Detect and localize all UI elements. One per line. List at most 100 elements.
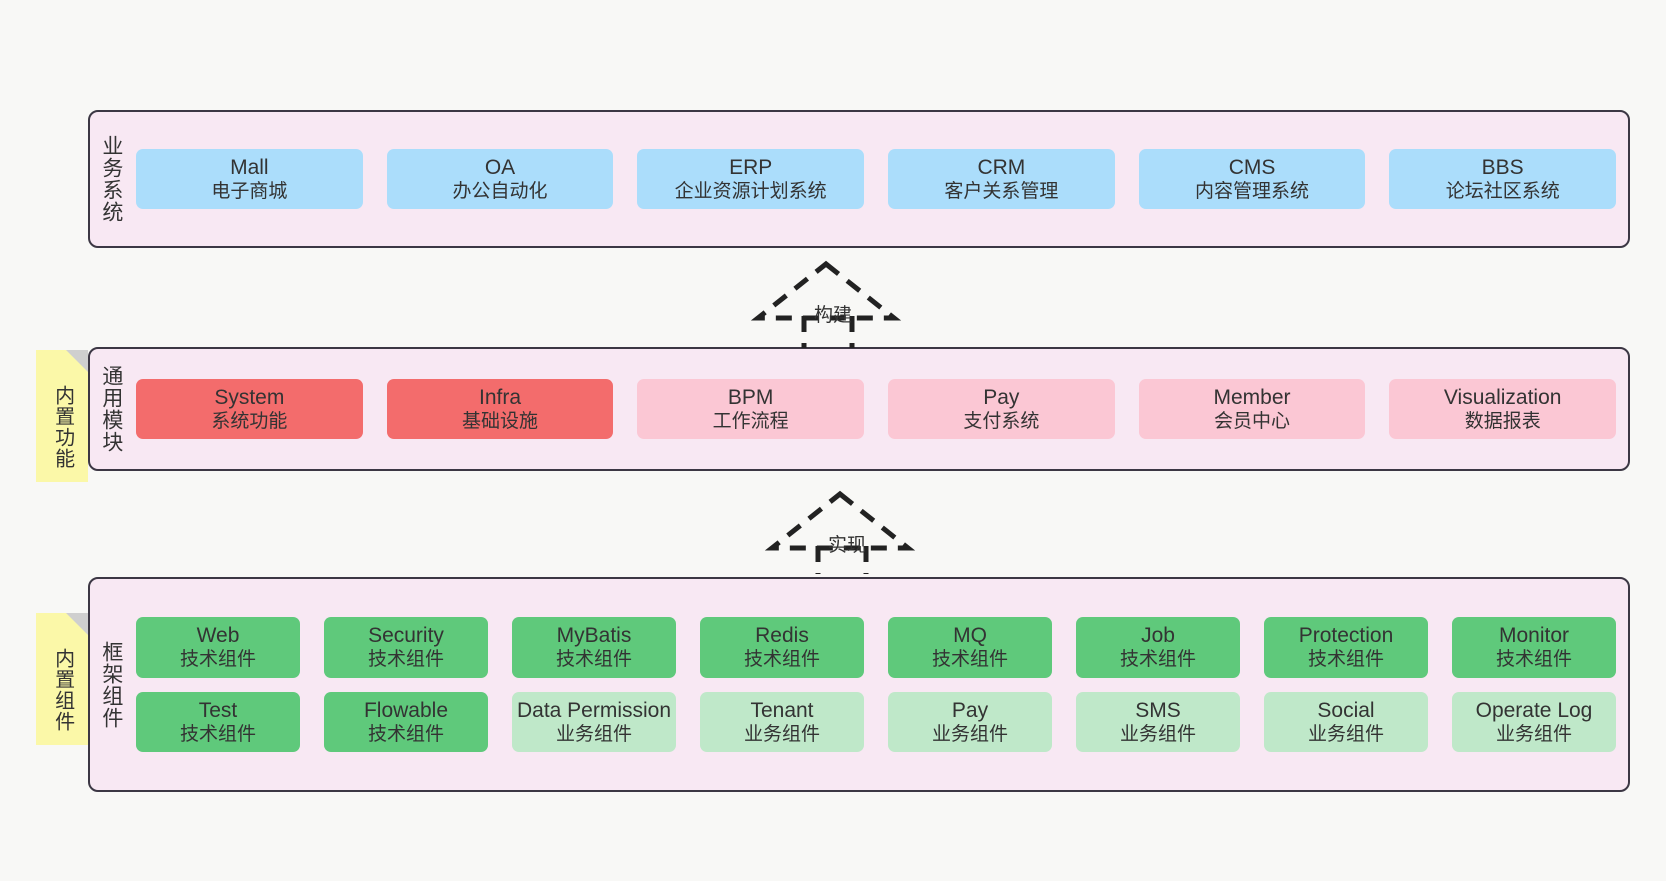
component-card-mq[interactable]: MQ 技术组件 <box>888 616 1052 678</box>
module-card-cms[interactable]: CMS 内容管理系统 <box>1138 148 1366 210</box>
component-card-subtitle: 业务组件 <box>931 724 1008 746</box>
component-card-subtitle: 技术组件 <box>367 724 444 746</box>
module-card-pay[interactable]: Pay 支付系统 <box>888 378 1115 440</box>
module-card-title: Member <box>1213 385 1291 409</box>
module-card-title: BPM <box>727 385 774 409</box>
component-card-monitor[interactable]: Monitor 技术组件 <box>1452 616 1616 678</box>
component-card-subtitle: 业务组件 <box>1495 724 1572 746</box>
module-card-member[interactable]: Member 会员中心 <box>1138 378 1366 440</box>
module-card-subtitle: 电子商城 <box>211 181 288 203</box>
connector-implement-label: 实现 <box>828 535 867 556</box>
component-card-title: MQ <box>953 623 987 647</box>
component-card-subtitle: 业务组件 <box>1119 724 1196 746</box>
note-builtin-components-label: 内置组件 <box>51 648 74 732</box>
module-card-subtitle: 论坛社区系统 <box>1445 181 1560 203</box>
component-card-title: Flowable <box>363 698 449 722</box>
layer-common-module: 通用模块 System 系统功能 Infra 基础设施 BPM 工作流程 Pay… <box>88 347 1630 471</box>
module-card-infra[interactable]: Infra 基础设施 <box>386 378 614 440</box>
cell-row: Mall 电子商城 OA 办公自动化 ERP 企业资源计划系统 CRM 客户关系… <box>136 148 1617 210</box>
component-card-web[interactable]: Web 技术组件 <box>136 616 300 678</box>
component-card-subtitle: 业务组件 <box>555 724 632 746</box>
component-card-title: Pay <box>951 698 989 722</box>
component-card-title: Protection <box>1298 623 1394 647</box>
component-card-protection[interactable]: Protection 技术组件 <box>1264 616 1428 678</box>
note-builtin-features: 内置功能 <box>36 350 88 482</box>
component-card-title: Tenant <box>750 698 814 722</box>
layer-common-module-body: System 系统功能 Infra 基础设施 BPM 工作流程 Pay 支付系统… <box>132 349 1628 469</box>
module-card-title: BBS <box>1481 155 1524 179</box>
component-card-pay[interactable]: Pay 业务组件 <box>888 691 1052 753</box>
layer-business-system-body: Mall 电子商城 OA 办公自动化 ERP 企业资源计划系统 CRM 客户关系… <box>132 112 1628 246</box>
cell-row: Web 技术组件 Security 技术组件 MyBatis 技术组件 Redi… <box>136 616 1616 678</box>
component-card-title: Operate Log <box>1475 698 1593 722</box>
component-card-subtitle: 技术组件 <box>931 649 1008 671</box>
connector-implement: 实现 <box>764 490 920 574</box>
module-card-title: OA <box>484 155 516 179</box>
component-card-job[interactable]: Job 技术组件 <box>1076 616 1240 678</box>
component-card-mybatis[interactable]: MyBatis 技术组件 <box>512 616 676 678</box>
component-card-subtitle: 业务组件 <box>1307 724 1384 746</box>
module-card-subtitle: 系统功能 <box>211 411 288 433</box>
component-card-data-permission[interactable]: Data Permission 业务组件 <box>512 691 676 753</box>
component-card-subtitle: 技术组件 <box>1119 649 1196 671</box>
module-card-subtitle: 基础设施 <box>462 411 539 433</box>
module-card-title: CMS <box>1228 155 1276 179</box>
layer-business-system: 业务系统 Mall 电子商城 OA 办公自动化 ERP 企业资源计划系统 CRM… <box>88 110 1630 248</box>
component-card-subtitle: 技术组件 <box>555 649 632 671</box>
component-card-subtitle: 技术组件 <box>1307 649 1384 671</box>
module-card-subtitle: 工作流程 <box>712 411 789 433</box>
layer-framework-component-body: Web 技术组件 Security 技术组件 MyBatis 技术组件 Redi… <box>132 579 1628 790</box>
layer-framework-component: 框架组件 Web 技术组件 Security 技术组件 MyBatis 技术组件… <box>88 577 1630 792</box>
layer-business-system-title: 业务系统 <box>99 135 123 223</box>
component-card-subtitle: 业务组件 <box>743 724 820 746</box>
component-card-subtitle: 技术组件 <box>179 649 256 671</box>
module-card-title: Mall <box>230 155 269 179</box>
component-card-flowable[interactable]: Flowable 技术组件 <box>324 691 488 753</box>
connector-build-label: 构建 <box>814 305 853 326</box>
module-card-title: Infra <box>478 385 522 409</box>
component-card-title: Social <box>1317 698 1375 722</box>
module-card-crm[interactable]: CRM 客户关系管理 <box>888 148 1115 210</box>
module-card-subtitle: 客户关系管理 <box>944 181 1059 203</box>
module-card-bpm[interactable]: BPM 工作流程 <box>637 378 865 440</box>
component-card-title: Monitor <box>1498 623 1570 647</box>
module-card-title: Visualization <box>1443 385 1562 409</box>
module-card-bbs[interactable]: BBS 论坛社区系统 <box>1389 148 1617 210</box>
note-builtin-components: 内置组件 <box>36 613 88 745</box>
module-card-mall[interactable]: Mall 电子商城 <box>136 148 363 210</box>
component-card-title: Test <box>198 698 238 722</box>
component-card-sms[interactable]: SMS 业务组件 <box>1076 691 1240 753</box>
module-card-oa[interactable]: OA 办公自动化 <box>386 148 614 210</box>
component-card-title: Job <box>1141 623 1175 647</box>
module-card-title: System <box>214 385 285 409</box>
arrow-head-triangle <box>764 490 916 551</box>
module-card-system[interactable]: System 系统功能 <box>136 378 363 440</box>
component-card-title: SMS <box>1135 698 1181 722</box>
component-card-title: Redis <box>755 623 809 647</box>
component-card-operate-log[interactable]: Operate Log 业务组件 <box>1452 691 1616 753</box>
module-card-subtitle: 会员中心 <box>1214 411 1291 433</box>
module-card-title: ERP <box>729 155 773 179</box>
component-card-social[interactable]: Social 业务组件 <box>1264 691 1428 753</box>
component-card-title: Security <box>368 623 444 647</box>
component-card-subtitle: 技术组件 <box>1495 649 1572 671</box>
cell-row: System 系统功能 Infra 基础设施 BPM 工作流程 Pay 支付系统… <box>136 378 1617 440</box>
module-card-title: CRM <box>977 155 1026 179</box>
module-card-visualization[interactable]: Visualization 数据报表 <box>1389 378 1617 440</box>
component-card-subtitle: 技术组件 <box>179 724 256 746</box>
module-card-title: Pay <box>983 385 1020 409</box>
component-card-security[interactable]: Security 技术组件 <box>324 616 488 678</box>
component-card-redis[interactable]: Redis 技术组件 <box>700 616 864 678</box>
module-card-subtitle: 支付系统 <box>963 411 1040 433</box>
note-builtin-features-label: 内置功能 <box>51 385 74 469</box>
note-fold-corner-icon <box>66 350 88 372</box>
cell-row: Test 技术组件 Flowable 技术组件 Data Permission … <box>136 691 1616 753</box>
component-card-test[interactable]: Test 技术组件 <box>136 691 300 753</box>
module-card-erp[interactable]: ERP 企业资源计划系统 <box>637 148 865 210</box>
component-card-tenant[interactable]: Tenant 业务组件 <box>700 691 864 753</box>
module-card-subtitle: 办公自动化 <box>452 181 548 203</box>
module-card-subtitle: 企业资源计划系统 <box>674 181 827 203</box>
connector-build: 构建 <box>750 260 906 348</box>
arrow-head-triangle <box>750 260 902 321</box>
